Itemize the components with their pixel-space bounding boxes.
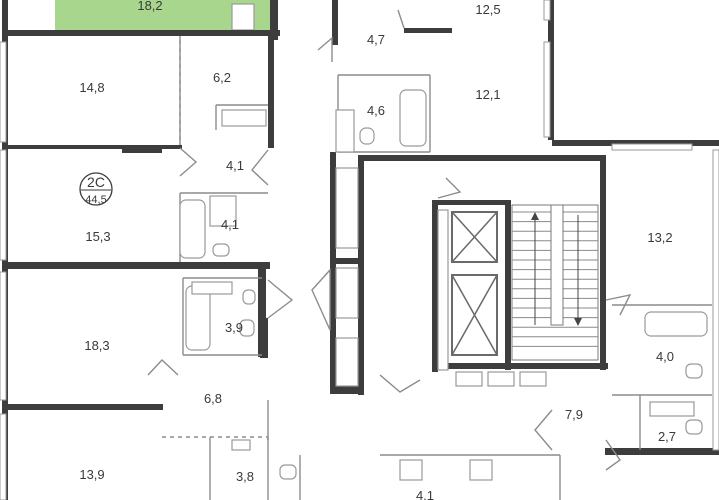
- room-label: 6,2: [213, 70, 231, 85]
- apartment-type: 2С: [87, 174, 105, 190]
- room-labels: 18,2 12,5 4,7 14,8 6,2 4,6 12,1 4,1 4,1 …: [79, 0, 676, 500]
- staircase: [511, 204, 599, 361]
- room-label: 18,3: [84, 338, 109, 353]
- room-label: 13,2: [647, 230, 672, 245]
- room-label: 4,1: [226, 158, 244, 173]
- room-label: 13,9: [79, 467, 104, 482]
- elevators: [451, 211, 498, 356]
- room-label: 15,3: [85, 229, 110, 244]
- fixtures: [179, 89, 708, 481]
- room-label: 2,7: [658, 429, 676, 444]
- stair-tread: [574, 318, 582, 326]
- stair-tread: [550, 204, 564, 326]
- partitions: [147, 9, 712, 500]
- room-label: 4,7: [367, 32, 385, 47]
- room-label: 18,2: [137, 0, 162, 13]
- room-label: 4,1: [221, 217, 239, 232]
- room-label: 4,0: [656, 349, 674, 364]
- stair-tread: [531, 212, 539, 220]
- room-label: 4,1: [416, 488, 434, 500]
- room-label: 12,5: [475, 2, 500, 17]
- apartment-badge[interactable]: 2С 44,5: [79, 172, 113, 206]
- room-label: 3,8: [236, 469, 254, 484]
- room-label: 4,6: [367, 103, 385, 118]
- room-label: 3,9: [225, 320, 243, 335]
- bath-fixture: [231, 3, 255, 31]
- room-label: 14,8: [79, 80, 104, 95]
- room-label: 12,1: [475, 87, 500, 102]
- room-label: 6,8: [204, 391, 222, 406]
- apartment-area: 44,5: [85, 194, 106, 206]
- room-label: 7,9: [565, 407, 583, 422]
